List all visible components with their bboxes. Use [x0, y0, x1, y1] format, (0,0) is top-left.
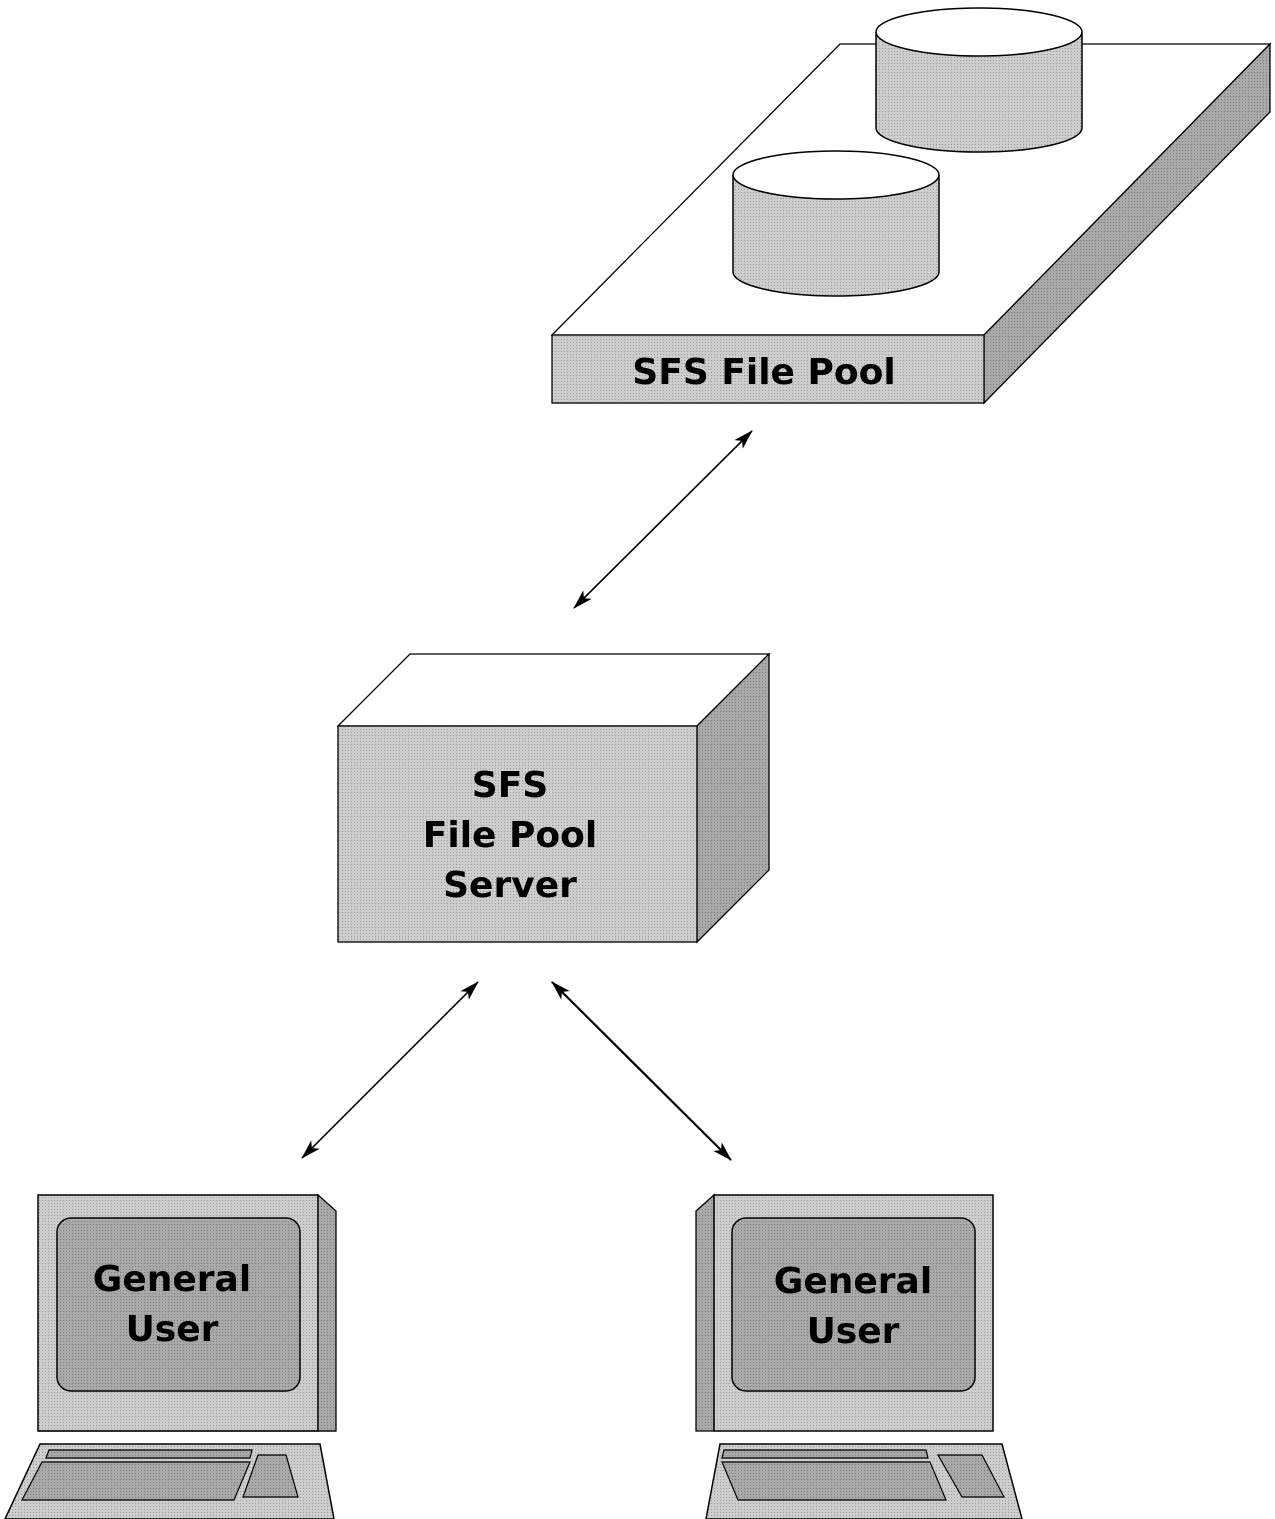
screen [56, 1217, 301, 1392]
server-label-line-1: SFS [472, 765, 548, 806]
arrow-server-user-right [551, 981, 732, 1161]
user-left-label-line-2: User [126, 1309, 219, 1350]
file-pool-server-box: SFS File Pool Server [336, 652, 771, 944]
monitor-icon [37, 1193, 337, 1432]
arrow-pool-server [573, 430, 753, 609]
screen [731, 1217, 976, 1392]
disk-cylinder-icon [875, 7, 1083, 153]
workstation-left: General User [4, 1193, 337, 1519]
workstation-right: General User [695, 1193, 1023, 1519]
server-label-line-3: Server [443, 865, 577, 906]
keyboard-icon [4, 1443, 335, 1519]
disk-cylinder-icon [732, 150, 940, 297]
server-label-line-2: File Pool [423, 815, 597, 856]
monitor-icon [695, 1193, 994, 1432]
file-pool-label: SFS File Pool [632, 352, 895, 393]
server-front-face [337, 725, 698, 943]
arrow-server-user-left [301, 981, 479, 1159]
user-right-label-line-2: User [807, 1311, 900, 1352]
server-top-face [336, 653, 771, 727]
user-left-label-line-1: General [93, 1259, 251, 1300]
user-right-label-line-1: General [774, 1261, 932, 1302]
file-pool-front-face [551, 334, 985, 404]
keyboard-icon [705, 1443, 1023, 1519]
